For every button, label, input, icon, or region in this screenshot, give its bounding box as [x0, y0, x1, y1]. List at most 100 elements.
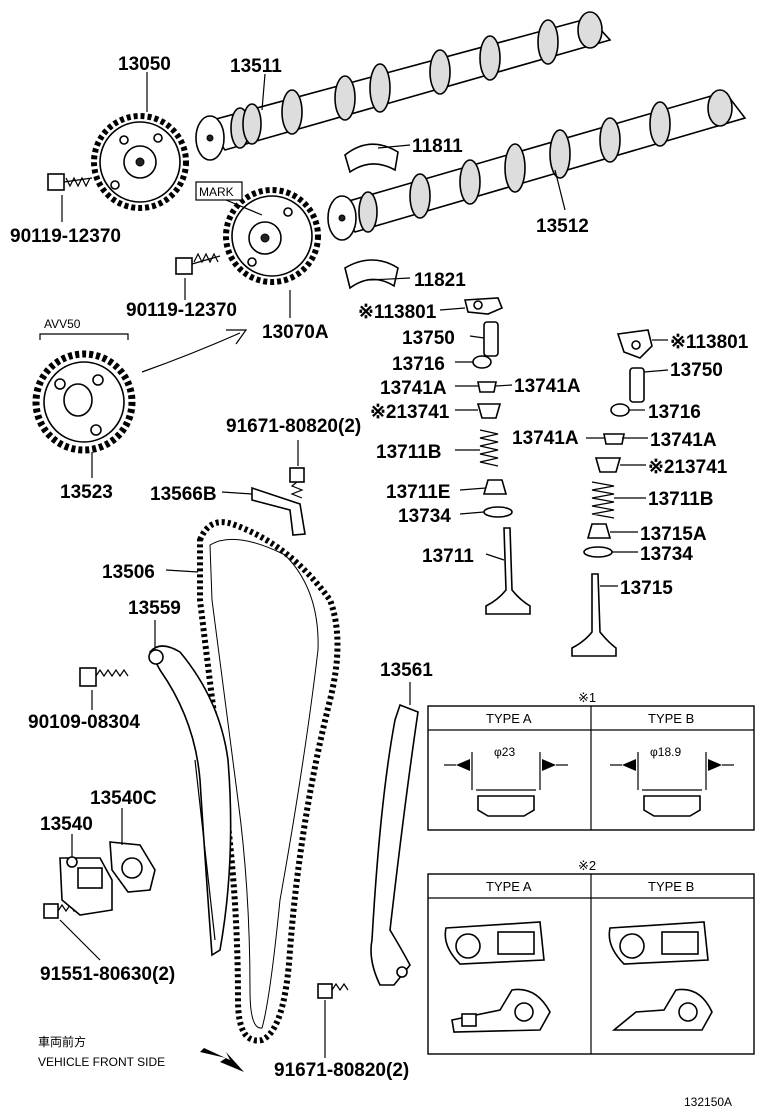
valve-spring-13711b-right: [591, 481, 615, 519]
valve-keeper-13741a-left: [477, 381, 497, 393]
label-13070a: 13070A: [262, 322, 329, 343]
label-13716-left: 13716: [392, 354, 445, 375]
sprocket-13523: [32, 350, 136, 454]
valve-seal-13715a-right: [586, 523, 612, 539]
valve-retainer-13741-left: [476, 403, 502, 419]
label-13559: 13559: [128, 598, 181, 619]
bolt-90119-12370-b: [175, 252, 221, 275]
label-13716-right: 13716: [648, 402, 701, 423]
vehicle-front-arrow: [200, 1048, 244, 1072]
valve-13715-right: [571, 573, 617, 657]
label-13741a-right-l: 13741A: [512, 428, 579, 449]
label-13741-left: ※213741: [370, 402, 450, 423]
label-13512: 13512: [536, 216, 589, 237]
label-13734-right: 13734: [640, 544, 693, 565]
table-2-type-a: TYPE A: [486, 879, 532, 894]
label-13741a-left-r: 13741A: [514, 376, 581, 397]
table-1-type-b: TYPE B: [648, 711, 694, 726]
label-13715a: 13715A: [640, 524, 707, 545]
chain-guide-13561: [370, 703, 419, 986]
label-13741a-right-r: 13741A: [650, 430, 717, 451]
cam-timing-gear-13070a: [223, 187, 321, 285]
label-11811: 11811: [412, 136, 463, 157]
valve-keeper-13741a-right: [603, 433, 625, 445]
label-91671-80820-a: 91671-80820(2): [226, 416, 361, 437]
valve-retainer-13741-right: [594, 457, 622, 473]
label-avv50: AVV50: [44, 317, 81, 331]
bolt-90119-12370-a: [47, 173, 93, 191]
label-13540c: 13540C: [90, 788, 157, 809]
bolt-90109-08304: [79, 667, 129, 687]
t2-rocker-b-top: [608, 921, 709, 965]
label-91671-80820-b: 91671-80820(2): [274, 1060, 409, 1081]
label-90119-12370-a: 90119-12370: [10, 226, 121, 247]
lash-adjuster-13750-right: [629, 367, 645, 403]
label-13801-right: ※113801: [670, 332, 749, 353]
label-13511: 13511: [230, 56, 282, 77]
valve-spring-13711b-left: [479, 429, 499, 467]
tensioner-arm-13559: [148, 645, 232, 957]
label-13734-left: 13734: [398, 506, 451, 527]
bearing-11811: [344, 143, 399, 174]
bolt-91671-80820-b: [317, 982, 349, 999]
mark-box: [195, 181, 243, 201]
t2-rocker-a-side: [451, 988, 551, 1033]
label-13741-right: ※213741: [648, 457, 728, 478]
label-13711b-left: 13711B: [376, 442, 442, 463]
table-2: [427, 873, 755, 1055]
label-13750-right: 13750: [670, 360, 723, 381]
label-13540: 13540: [40, 814, 93, 835]
label-13523: 13523: [60, 482, 113, 503]
table-1: [427, 705, 755, 831]
label-90119-12370-b: 90119-12370: [126, 300, 237, 321]
valve-13711-left: [485, 527, 531, 615]
label-front-jp: 車両前方: [38, 1034, 86, 1049]
label-13506: 13506: [102, 562, 155, 583]
label-13050: 13050: [118, 54, 171, 75]
rocker-arm-13801-right: [616, 329, 653, 359]
washer-13734-right: [583, 546, 613, 558]
label-13561: 13561: [380, 660, 433, 681]
label-11821: 11821: [414, 270, 466, 291]
label-13741a-left-l: 13741A: [380, 378, 447, 399]
chain-guide-13566b: [251, 486, 306, 536]
t2-rocker-b-side: [611, 988, 713, 1031]
t1-part-a: [444, 752, 568, 817]
cam-timing-gear-13050: [91, 113, 189, 211]
mark-label: MARK: [199, 185, 234, 199]
label-13711: 13711: [422, 546, 474, 567]
label-13711b-right: 13711B: [648, 489, 714, 510]
lash-adjuster-13750-left: [483, 321, 499, 357]
figure-number: 132150A: [684, 1095, 732, 1109]
label-13750-left: 13750: [402, 328, 455, 349]
table-1-dim-a: φ23: [494, 745, 515, 759]
gear-assembly-arrow: [141, 332, 241, 373]
label-13711e: 13711E: [386, 482, 450, 503]
rocker-arm-13801-left: [463, 297, 504, 315]
label-90109-08304: 90109-08304: [28, 712, 140, 733]
mark-leader: [225, 199, 263, 216]
table-1-type-a: TYPE A: [486, 711, 532, 726]
valve-seal-13711e-left: [482, 479, 508, 495]
valve-tip-13716-right: [610, 403, 630, 417]
table-1-mark: ※1: [578, 690, 596, 705]
t1-part-b: [610, 752, 734, 817]
label-front-en: VEHICLE FRONT SIDE: [38, 1055, 165, 1069]
timing-chain-13506: [197, 519, 341, 1044]
leader-lines: [59, 72, 669, 1058]
avv50-bracket: [39, 333, 129, 340]
label-13801-left: ※113801: [358, 302, 437, 323]
camshaft-13511: [195, 11, 612, 161]
table-1-dim-b: φ18.9: [650, 745, 681, 759]
camshaft-13512: [327, 89, 747, 241]
bearing-11821: [344, 259, 399, 290]
table-2-type-b: TYPE B: [648, 879, 694, 894]
label-13566b: 13566B: [150, 484, 217, 505]
label-13715: 13715: [620, 578, 673, 599]
washer-13734-left: [483, 506, 513, 518]
gear-assembly-arrowhead: [226, 329, 248, 345]
gasket-13540c: [109, 841, 156, 893]
bolt-91671-80820-a: [289, 467, 305, 499]
valve-tip-13716-left: [472, 355, 492, 369]
